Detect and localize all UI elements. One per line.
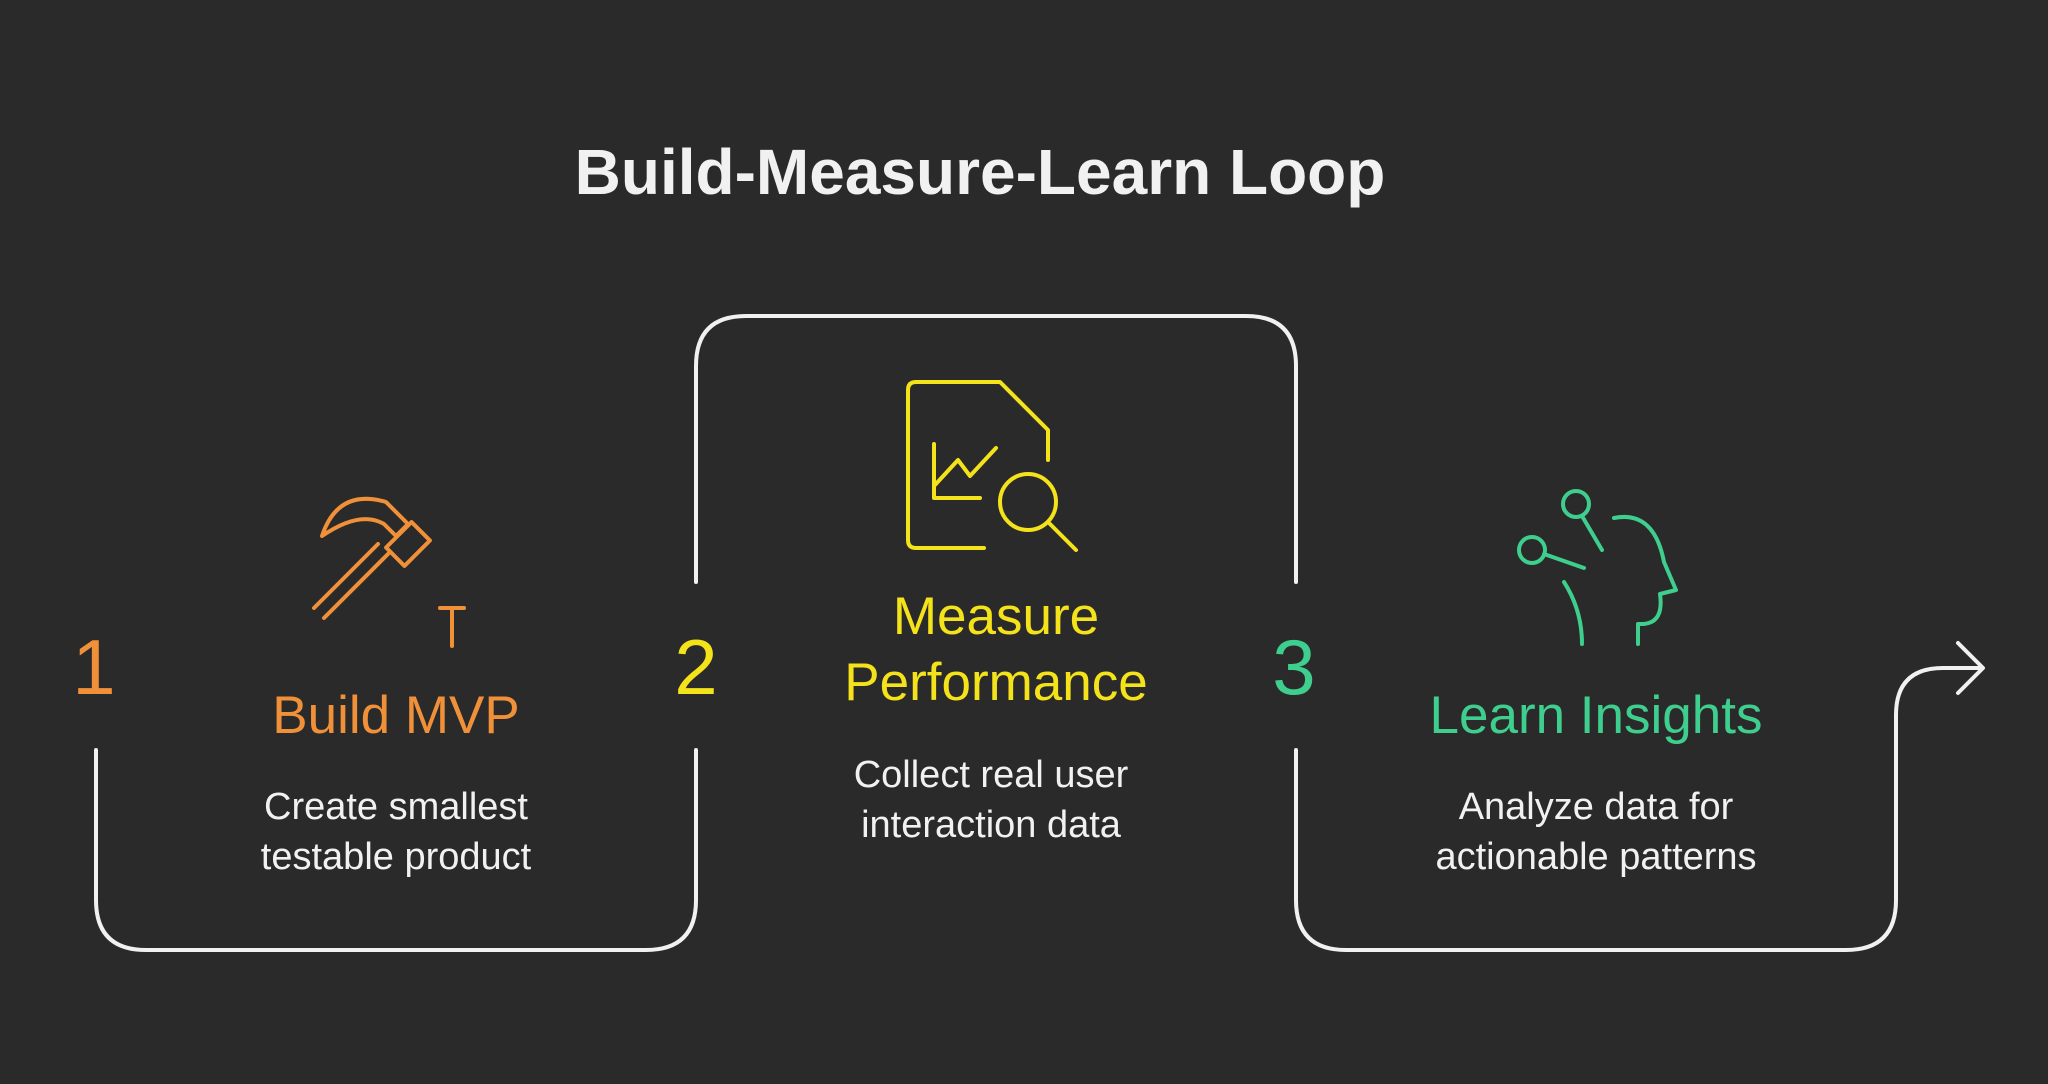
- step-3-title: Learn Insights: [1429, 686, 1763, 745]
- step-1-description-line-2: testable product: [260, 836, 532, 878]
- loop-segment-2: [694, 314, 1298, 584]
- loop-segment-1: [94, 748, 698, 952]
- step-2-title-line-1: Measure: [892, 587, 1100, 646]
- step-2-title-line-2: Performance: [844, 653, 1148, 712]
- step-2-description-line-2: interaction data: [861, 804, 1121, 846]
- loop-arrow-head: [1956, 641, 1985, 695]
- step-3-number: 3: [1272, 623, 1316, 711]
- page-title: Build-Measure-Learn Loop: [574, 136, 1386, 208]
- step-2-description-line-1: Collect real user: [853, 754, 1129, 796]
- step-3-description-line-1: Analyze data for: [1458, 786, 1734, 828]
- step-2-number: 2: [674, 623, 718, 711]
- step-1-description-line-1: Create smallest: [264, 786, 528, 828]
- step-1-title: Build MVP: [272, 686, 520, 745]
- step-3-description-line-2: actionable patterns: [1435, 836, 1757, 878]
- step-1-number: 1: [72, 623, 116, 711]
- hammer-nail-icon: [300, 478, 490, 658]
- head-ideas-icon: [1504, 482, 1694, 662]
- chart-document-magnifier-icon: [900, 378, 1090, 558]
- loop-segment-3: [1294, 666, 1982, 952]
